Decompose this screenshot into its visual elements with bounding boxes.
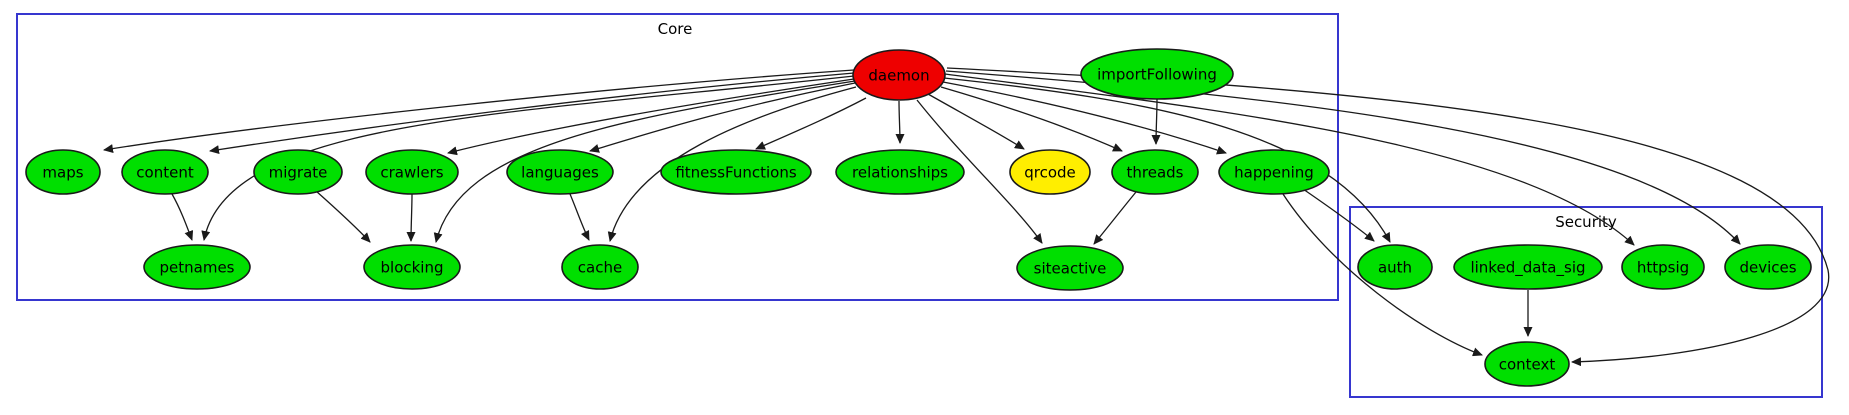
edge-daemon-to-qrcode [927, 93, 1025, 150]
node-linked_data_sig-label: linked_data_sig [1470, 259, 1585, 278]
node-httpsig-shape [1621, 244, 1705, 290]
node-linked_data_sig: linked_data_sig [1453, 244, 1603, 290]
node-context-shape [1484, 341, 1570, 387]
node-devices-label: devices [1739, 259, 1796, 277]
edge-crawlers-to-blocking [406, 193, 416, 242]
edge-daemon-to-languages [589, 82, 856, 153]
node-maps: maps [25, 149, 101, 195]
node-importFollowing-label: importFollowing [1097, 66, 1217, 84]
node-languages-shape [506, 149, 614, 195]
edge-daemon-to-context [946, 67, 1830, 367]
node-auth-label: auth [1378, 259, 1412, 277]
node-siteactive: siteactive [1016, 245, 1124, 291]
node-blocking: blocking [363, 244, 461, 290]
node-auth: auth [1357, 244, 1433, 290]
edge-daemon-to-content [209, 72, 855, 155]
node-happening-shape [1218, 149, 1330, 195]
edge-migrate-to-blocking [315, 190, 371, 243]
edge-content-to-petnames [171, 193, 194, 241]
node-cache-shape [561, 244, 639, 290]
node-linked_data_sig-shape [1453, 244, 1603, 290]
node-content-shape [121, 149, 209, 195]
node-fitnessFunctions-shape [660, 149, 812, 195]
edge-daemon-to-crawlers [447, 78, 855, 156]
node-petnames-label: petnames [160, 259, 235, 277]
node-content-label: content [136, 164, 194, 182]
node-httpsig: httpsig [1621, 244, 1705, 290]
node-auth-shape [1357, 244, 1433, 290]
node-qrcode-label: qrcode [1024, 164, 1076, 182]
edge-daemon-to-petnames [201, 75, 855, 241]
node-cache: cache [561, 244, 639, 290]
edge-daemon-to-fitnessFunctions [755, 97, 867, 150]
edge-happening-to-auth [1302, 188, 1375, 242]
edge-daemon-to-cache [607, 86, 857, 242]
node-context-label: context [1499, 356, 1556, 374]
node-daemon-label: daemon [868, 67, 929, 85]
edge-daemon-to-auth [943, 77, 1391, 243]
node-devices-shape [1724, 244, 1812, 290]
node-blocking-label: blocking [381, 259, 444, 277]
node-crawlers-shape [365, 149, 459, 195]
edge-daemon-to-siteactive [916, 99, 1043, 244]
node-languages-label: languages [521, 164, 599, 182]
node-layer: daemon importFollowing maps content migrate c… [25, 48, 1812, 387]
node-siteactive-label: siteactive [1034, 260, 1107, 278]
node-httpsig-label: httpsig [1637, 259, 1689, 277]
node-siteactive-shape [1016, 245, 1124, 291]
edge-importFollowing-to-threads [1151, 98, 1161, 145]
node-maps-label: maps [42, 164, 83, 182]
node-relationships-label: relationships [852, 164, 948, 182]
edge-daemon-to-threads [940, 86, 1123, 152]
node-importFollowing-shape [1080, 48, 1234, 100]
node-fitnessFunctions-label: fitnessFunctions [675, 164, 796, 182]
cluster-security-label: Security [1555, 213, 1617, 231]
node-blocking-shape [363, 244, 461, 290]
node-devices: devices [1724, 244, 1812, 290]
node-threads-label: threads [1127, 164, 1184, 182]
node-qrcode: qrcode [1009, 149, 1091, 195]
edge-daemon-to-happening [942, 81, 1227, 155]
node-crawlers-label: crawlers [380, 164, 443, 182]
node-migrate-shape [253, 149, 343, 195]
node-languages: languages [506, 149, 614, 195]
node-threads: threads [1111, 149, 1199, 195]
cluster-security-border [1349, 206, 1823, 398]
edge-languages-to-cache [569, 193, 590, 241]
edge-happening-to-context [1282, 193, 1483, 357]
edge-threads-to-siteactive [1093, 191, 1137, 245]
node-daemon-shape [852, 49, 946, 101]
edge-daemon-to-relationships [895, 100, 905, 144]
node-cache-label: cache [578, 259, 622, 277]
edge-daemon-to-httpsig [944, 73, 1635, 246]
node-context: context [1484, 341, 1570, 387]
node-maps-shape [25, 149, 101, 195]
edge-daemon-to-blocking [433, 80, 856, 243]
edge-daemon-to-maps [103, 69, 855, 154]
node-petnames: petnames [143, 244, 251, 290]
node-content: content [121, 149, 209, 195]
cluster-core-label: Core [658, 20, 693, 38]
node-happening-label: happening [1234, 164, 1314, 182]
node-relationships-shape [835, 149, 965, 195]
node-threads-shape [1111, 149, 1199, 195]
node-crawlers: crawlers [365, 149, 459, 195]
node-relationships: relationships [835, 149, 965, 195]
node-importFollowing: importFollowing [1080, 48, 1234, 100]
node-migrate: migrate [253, 149, 343, 195]
node-daemon: daemon [852, 49, 946, 101]
node-migrate-label: migrate [269, 164, 328, 182]
edge-layer [103, 67, 1830, 367]
node-happening: happening [1218, 149, 1330, 195]
node-petnames-shape [143, 244, 251, 290]
node-fitnessFunctions: fitnessFunctions [660, 149, 812, 195]
cluster-core-border [16, 13, 1339, 301]
node-qrcode-shape [1009, 149, 1091, 195]
